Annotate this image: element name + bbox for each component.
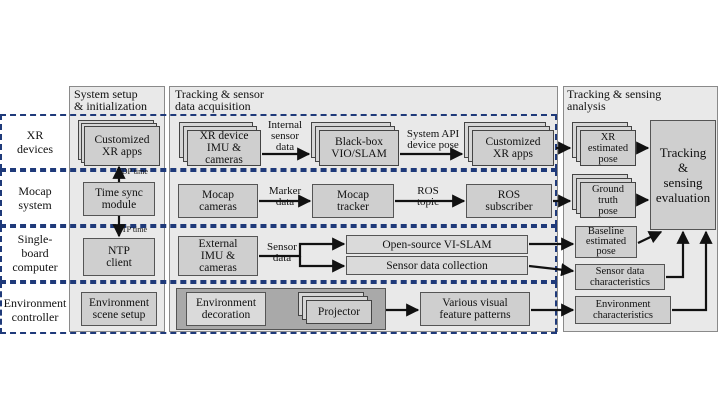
blackbox-vio-slam: Black-box VIO/SLAM: [319, 130, 399, 166]
external-imu-cameras: External IMU & cameras: [178, 236, 258, 276]
environment-scene-setup: Environment scene setup: [81, 292, 157, 326]
xr-device-imu-cameras: XR device IMU & cameras: [187, 130, 261, 166]
ntp-time-label: NTP time: [116, 225, 148, 234]
sensor-data-characteristics: Sensor data characteristics: [575, 264, 665, 290]
system-api-device-pose-label: System API device pose: [406, 128, 460, 151]
mocap-cameras: Mocap cameras: [178, 184, 258, 218]
sensor-to-collection-arrow: [298, 256, 346, 273]
blackbox-vio-stack: Black-box VIO/SLAM: [311, 122, 399, 166]
ground-truth-pose-stack: Ground truth pose: [572, 174, 636, 218]
lane-mocap: [0, 170, 557, 226]
setup-title: System setup & initialization: [74, 87, 147, 113]
lane-sbc: [0, 226, 557, 282]
analysis-title: Tracking & sensing analysis: [567, 87, 662, 113]
projector-stack: Projector: [298, 292, 372, 324]
acquisition-title: Tracking & sensor data acquisition: [175, 87, 264, 113]
environment-decoration: Environment decoration: [186, 292, 266, 326]
tracking-sensing-evaluation: Tracking & sensing evaluation: [650, 120, 716, 230]
mocap-tracker: Mocap tracker: [312, 184, 394, 218]
customized-xr-apps-setup-stack: Customized XR apps: [78, 120, 160, 166]
ground-truth-pose: Ground truth pose: [580, 182, 636, 218]
various-visual-feature-patterns: Various visual feature patterns: [420, 292, 530, 326]
sensor-char-to-eval-arrow: [666, 230, 690, 279]
row-label-sbc: Single- board computer: [12, 232, 58, 274]
sensor-data-label: Sensor data: [267, 241, 297, 264]
row-label-xr: XR devices: [17, 128, 53, 156]
sensor-data-collection: Sensor data collection: [346, 256, 528, 275]
time-sync-module: Time sync module: [83, 182, 155, 216]
lane-xr: [0, 114, 557, 170]
open-source-vi-slam: Open-source VI-SLAM: [346, 235, 528, 254]
xr-device-imu-stack: XR device IMU & cameras: [179, 122, 261, 166]
env-char-to-eval-arrow: [672, 230, 713, 312]
udp-time-label: UDP time: [116, 167, 148, 176]
customized-xr-apps-acq: Customized XR apps: [472, 130, 554, 166]
projector: Projector: [306, 300, 372, 324]
lane-env: [0, 282, 557, 334]
ntp-client: NTP client: [83, 238, 155, 276]
internal-sensor-data-label: Internal sensor data: [267, 119, 303, 153]
xr-estimated-pose: XR estimated pose: [580, 130, 636, 166]
baseline-estimated-pose: Baseline estimated pose: [575, 226, 637, 258]
ros-subscriber: ROS subscriber: [466, 184, 552, 218]
customized-xr-apps-acq-stack: Customized XR apps: [464, 122, 554, 166]
xr-estimated-pose-stack: XR estimated pose: [572, 122, 636, 166]
collection-to-characteristics-arrow: [528, 263, 575, 277]
row-label-env: Environment controller: [3, 296, 67, 324]
sensor-to-vislam-arrow: [259, 237, 346, 258]
customized-xr-apps-setup: Customized XR apps: [84, 126, 160, 166]
row-label-mocap: Mocap system: [18, 184, 52, 212]
environment-characteristics: Environment characteristics: [575, 296, 671, 324]
baseline-to-eval-arrow: [637, 231, 663, 244]
